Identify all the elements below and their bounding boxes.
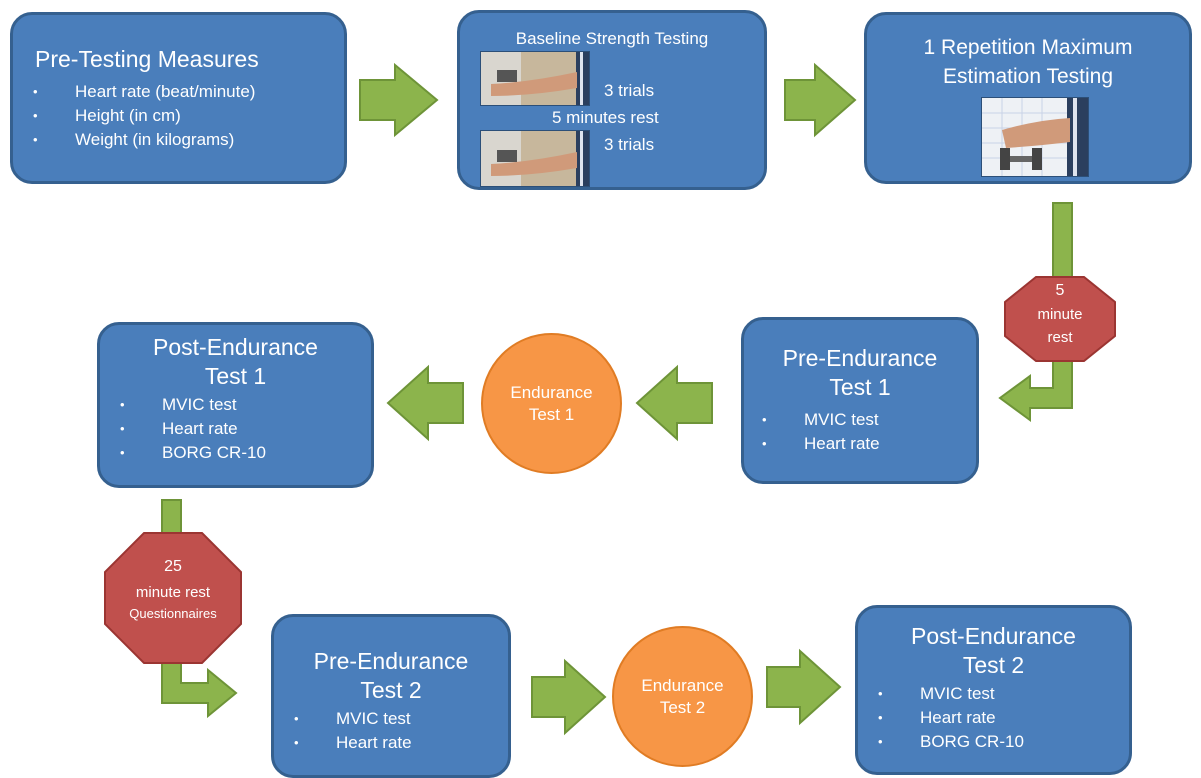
post-endurance-1-title-line1: Post-Endurance xyxy=(153,334,318,360)
dumbbell-photo-graphic xyxy=(982,98,1088,176)
list-item: Weight (in kilograms) xyxy=(33,128,344,152)
list-item: Heart rate xyxy=(294,731,508,755)
rest-5-line3: rest xyxy=(1047,329,1073,346)
post-endurance-2-list: MVIC test Heart rate BORG CR-10 xyxy=(858,682,1129,754)
list-item: Heart rate xyxy=(120,417,371,441)
pre-testing-box: Pre-Testing Measures Heart rate (beat/mi… xyxy=(10,12,347,184)
pre-endurance-2-title-line1: Pre-Endurance xyxy=(313,648,469,674)
arm-photo-2 xyxy=(480,130,590,187)
arrow-pre2-to-endurance2 xyxy=(531,658,607,736)
baseline-strength-box: Baseline Strength Testing 3 trials 5 min… xyxy=(457,10,767,190)
rest-5-stop-sign: 5 minute rest xyxy=(1004,276,1116,362)
endurance-2-line2: Test 2 xyxy=(659,697,706,717)
post-endurance-1-box: Post-Endurance Test 1 MVIC test Heart ra… xyxy=(97,322,374,488)
endurance-1-line1: Endurance xyxy=(510,382,593,402)
rest-25-line2: minute rest xyxy=(135,584,211,601)
endurance-1-line2: Test 1 xyxy=(528,404,575,424)
baseline-title: Baseline Strength Testing xyxy=(515,29,709,48)
pre-endurance-1-box: Pre-Endurance Test 1 MVIC test Heart rat… xyxy=(741,317,979,484)
list-item: Heart rate xyxy=(762,432,976,456)
baseline-trials-1: 3 trials xyxy=(604,81,655,100)
pre-endurance-2-box: Pre-Endurance Test 2 MVIC test Heart rat… xyxy=(271,614,511,778)
baseline-rest: 5 minutes rest xyxy=(552,108,659,127)
arm-photo-graphic xyxy=(481,131,589,186)
dumbbell-photo xyxy=(981,97,1089,177)
stop-sign-shape xyxy=(104,532,242,664)
list-item: BORG CR-10 xyxy=(878,730,1129,754)
one-rm-box: 1 Repetition Maximum Estimation Testing xyxy=(864,12,1192,184)
arm-photo-graphic xyxy=(481,52,589,105)
post-endurance-2-box: Post-Endurance Test 2 MVIC test Heart ra… xyxy=(855,605,1132,775)
arrow-endurance2-to-post2 xyxy=(766,648,842,726)
pre-endurance-2-list: MVIC test Heart rate xyxy=(274,707,508,755)
one-rm-title-line2: Estimation Testing xyxy=(942,65,1114,88)
list-item: Heart rate xyxy=(878,706,1129,730)
pre-endurance-1-list: MVIC test Heart rate xyxy=(744,408,976,456)
pre-endurance-2-title-line2: Test 2 xyxy=(360,677,422,703)
pre-testing-title: Pre-Testing Measures xyxy=(35,46,259,72)
arm-photo-1 xyxy=(480,51,590,106)
endurance-test-1-circle: Endurance Test 1 xyxy=(481,333,622,474)
list-item: MVIC test xyxy=(878,682,1129,706)
endurance-2-line1: Endurance xyxy=(641,675,724,695)
stop-sign-shape xyxy=(1004,276,1116,362)
endurance-test-2-circle: Endurance Test 2 xyxy=(612,626,753,767)
rest-25-stop-sign: 25 minute rest Questionnaires xyxy=(104,532,242,664)
arrow-endurance1-to-post1 xyxy=(386,364,464,442)
one-rm-title-line1: 1 Repetition Maximum xyxy=(923,36,1133,59)
rest-25-line3: Questionnaires xyxy=(129,606,217,621)
post-endurance-2-title-line1: Post-Endurance xyxy=(911,623,1076,649)
post-endurance-1-list: MVIC test Heart rate BORG CR-10 xyxy=(100,393,371,465)
arrow-baseline-to-1rm xyxy=(784,62,857,138)
arrow-pre1-to-endurance1 xyxy=(635,364,713,442)
post-endurance-1-title-line2: Test 1 xyxy=(204,363,267,389)
pre-endurance-1-title-line1: Pre-Endurance xyxy=(782,345,938,371)
pre-testing-list: Heart rate (beat/minute) Height (in cm) … xyxy=(13,80,344,152)
list-item: MVIC test xyxy=(294,707,508,731)
baseline-trials-2: 3 trials xyxy=(604,135,655,154)
rest-5-line1: 5 xyxy=(1055,282,1065,299)
post-endurance-2-title-line2: Test 2 xyxy=(962,652,1025,678)
list-item: MVIC test xyxy=(120,393,371,417)
list-item: Height (in cm) xyxy=(33,104,344,128)
list-item: BORG CR-10 xyxy=(120,441,371,465)
list-item: Heart rate (beat/minute) xyxy=(33,80,344,104)
list-item: MVIC test xyxy=(762,408,976,432)
rest-5-line2: minute xyxy=(1037,306,1083,323)
rest-25-line1: 25 xyxy=(164,558,182,575)
arrow-pretesting-to-baseline xyxy=(359,62,439,138)
pre-endurance-1-title-line2: Test 1 xyxy=(829,374,891,400)
